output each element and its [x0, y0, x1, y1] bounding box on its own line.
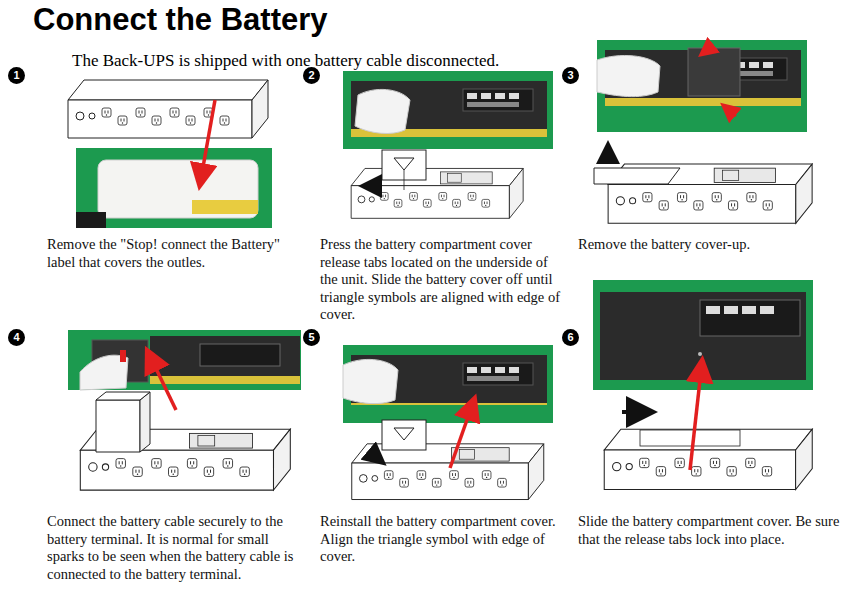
callout-number: 1: [8, 67, 25, 84]
step-caption: Reinstall the battery compartment cover.…: [320, 513, 562, 566]
callout-number: 2: [303, 67, 320, 84]
callout-number: 5: [303, 329, 320, 346]
callout-number: 6: [562, 329, 579, 346]
page-title: Connect the Battery: [33, 2, 328, 38]
step-caption: Remove the battery cover-up.: [578, 236, 840, 254]
step-caption: Connect the battery cable securely to th…: [47, 513, 305, 583]
subtitle: The Back-UPS is shipped with one battery…: [72, 51, 499, 71]
step-caption: Press the battery compartment cover rele…: [320, 236, 562, 324]
step-caption: Remove the "Stop! connect the Battery" l…: [47, 236, 305, 271]
callout-number: 4: [8, 329, 25, 346]
callout-number: 3: [562, 67, 579, 84]
step-caption: Slide the battery compartment cover. Be …: [578, 513, 840, 548]
